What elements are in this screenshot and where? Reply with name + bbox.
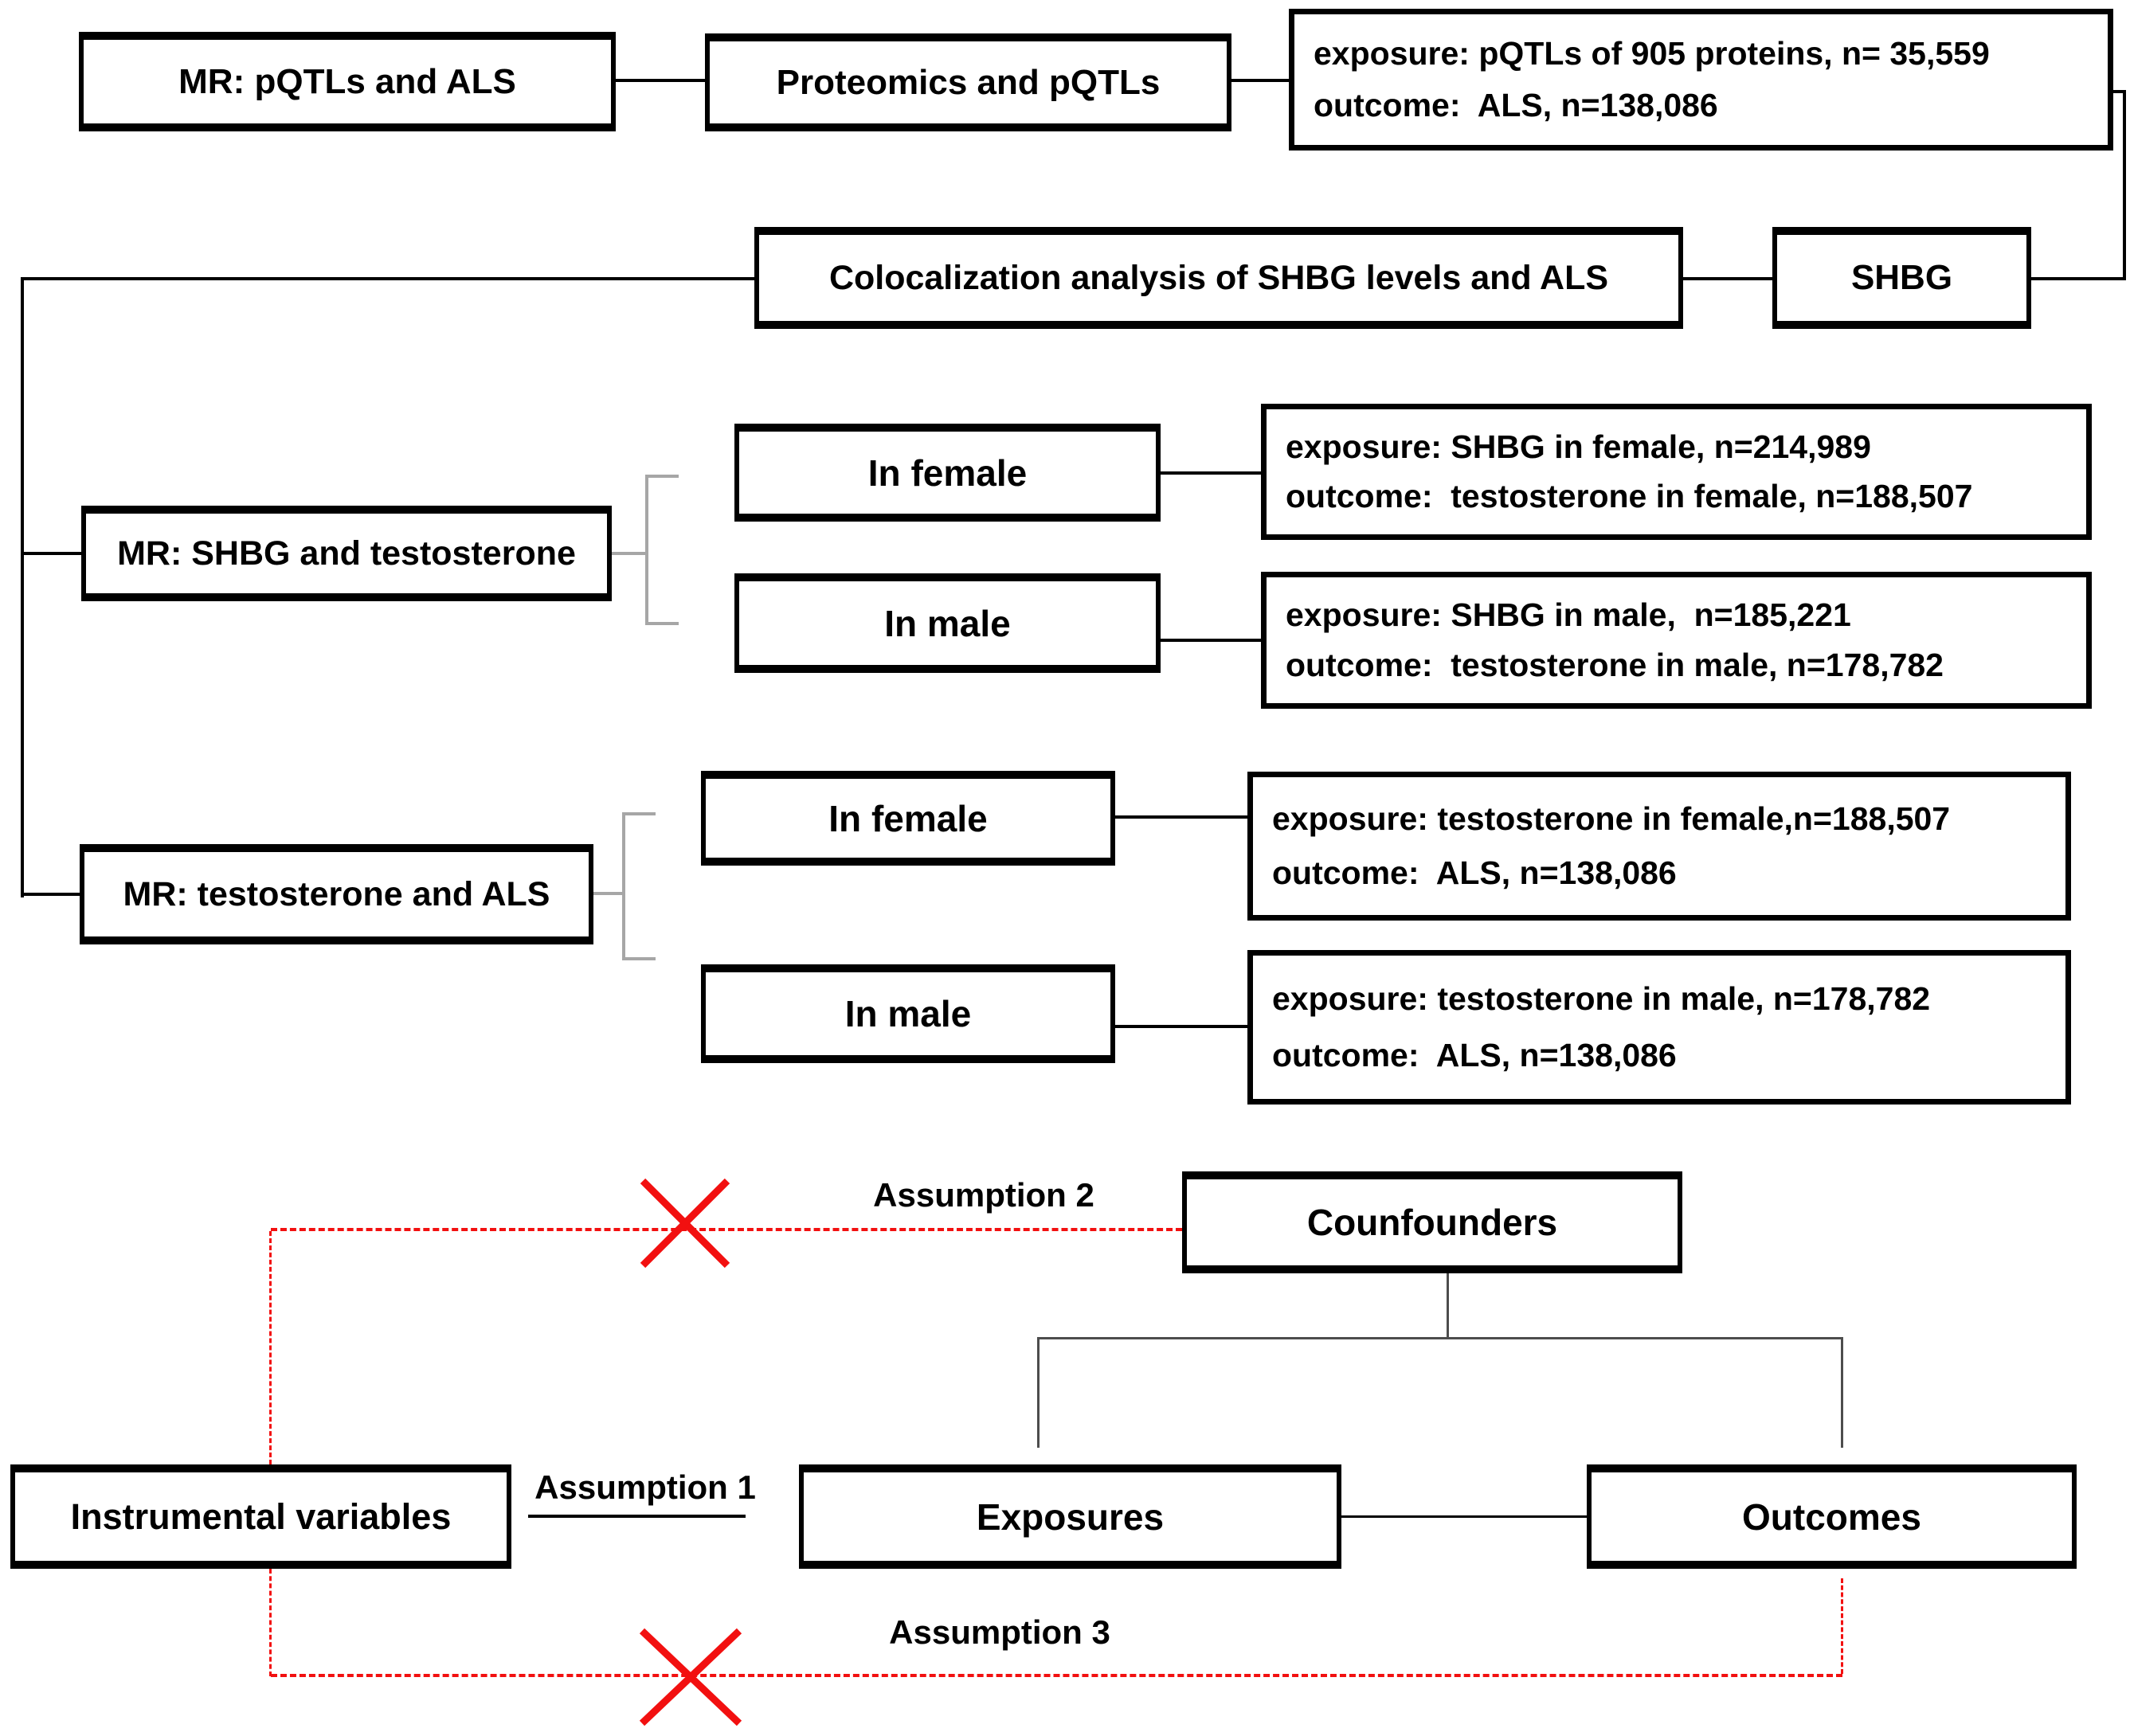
connector-colocalization-left (21, 277, 754, 280)
red-line-outcomes-down (1841, 1578, 1843, 1674)
fork-left-branch (1037, 1337, 1040, 1448)
bracket2-vertical (622, 814, 625, 960)
shbg-female-outcome-line: outcome: testosterone in female, n=188,5… (1286, 478, 1973, 515)
bracket2-arm-top (622, 812, 656, 815)
fork-stem (1447, 1273, 1449, 1339)
box-pqtls-detail: exposure: pQTLs of 905 proteins, n= 35,5… (1289, 9, 2113, 151)
testosterone-male-outcome-line: outcome: ALS, n=138,086 (1272, 1036, 1677, 1073)
box-testosterone-in-male-label: In male (844, 993, 972, 1034)
connector-testosterone-male-detail (1115, 1025, 1247, 1028)
connector-colocalization-shbg (1683, 277, 1772, 280)
fork-right-branch (1841, 1337, 1843, 1448)
box-confounders: Counfounders (1182, 1171, 1682, 1273)
box-colocalization-label: Colocalization analysis of SHBG levels a… (828, 258, 1609, 297)
bracket1-vertical (645, 476, 648, 625)
box-mr-pqtls-als-label: MR: pQTLs and ALS (178, 61, 516, 101)
box-outcomes: Outcomes (1587, 1464, 2077, 1569)
bracket2-arm-bottom (622, 957, 656, 960)
box-shbg-label: SHBG (1850, 258, 1953, 297)
box-shbg-in-male: In male (734, 573, 1161, 673)
assumption3-label: Assumption 3 (889, 1613, 1110, 1651)
bracket2-arm-middle (593, 892, 625, 895)
connector-exposures-outcomes (1341, 1515, 1587, 1518)
bracket1-arm-top (645, 475, 679, 478)
connector-shbg-female-detail (1161, 471, 1261, 475)
pqtls-outcome-line: outcome: ALS, n=138,086 (1314, 87, 1718, 123)
shbg-male-outcome-line: outcome: testosterone in male, n=178,782 (1286, 647, 1944, 683)
testosterone-female-exposure-line: exposure: testosterone in female,n=188,5… (1272, 800, 1951, 837)
box-mr-testosterone-als-label: MR: testosterone and ALS (123, 874, 550, 913)
red-x-icon-assumption2 (640, 1178, 730, 1269)
connector-proteomics-detail (1231, 79, 1289, 82)
red-line-iv-down (269, 1569, 272, 1676)
bracket1-arm-bottom (645, 622, 679, 625)
box-mr-shbg-testosterone: MR: SHBG and testosterone (81, 506, 612, 601)
red-line-assumption2 (271, 1228, 1182, 1231)
connector-trunk-to-mr-testosterone (21, 893, 81, 896)
box-testosterone-female-detail: exposure: testosterone in female,n=188,5… (1247, 772, 2071, 921)
connector-trunk-to-mr-shbg (21, 552, 81, 555)
red-x-icon-assumption3 (639, 1628, 742, 1726)
box-instrumental-variables: Instrumental variables (10, 1464, 511, 1569)
box-shbg-female-detail: exposure: SHBG in female, n=214,989 outc… (1261, 404, 2092, 540)
testosterone-female-outcome-line: outcome: ALS, n=138,086 (1272, 854, 1677, 891)
box-instrumental-variables-label: Instrumental variables (70, 1496, 452, 1537)
box-testosterone-in-female: In female (701, 771, 1115, 866)
connector-elbow-bottom (2031, 277, 2126, 280)
box-shbg-in-female: In female (734, 424, 1161, 522)
assumption1-label: Assumption 1 (534, 1468, 756, 1506)
box-mr-testosterone-als: MR: testosterone and ALS (80, 844, 593, 944)
box-testosterone-in-male: In male (701, 964, 1115, 1063)
red-line-iv-up (269, 1231, 272, 1464)
box-testosterone-male-detail: exposure: testosterone in male, n=178,78… (1247, 950, 2071, 1105)
box-shbg-male-detail: exposure: SHBG in male, n=185,221 outcom… (1261, 572, 2092, 709)
bracket1-arm-middle (612, 552, 647, 555)
fork-horizontal (1037, 1337, 1843, 1339)
connector-elbow-top (2110, 90, 2126, 93)
box-testosterone-in-female-label: In female (828, 797, 988, 839)
shbg-female-exposure-line: exposure: SHBG in female, n=214,989 (1286, 428, 1871, 465)
box-exposures-label: Exposures (976, 1496, 1165, 1538)
box-mr-pqtls-als: MR: pQTLs and ALS (79, 32, 616, 131)
connector-shbg-male-detail (1161, 639, 1261, 642)
box-confounders-label: Counfounders (1306, 1202, 1558, 1243)
box-proteomics-pqtls: Proteomics and pQTLs (705, 33, 1231, 131)
box-shbg: SHBG (1772, 227, 2031, 329)
box-shbg-in-male-label: In male (884, 602, 1011, 644)
box-proteomics-pqtls-label: Proteomics and pQTLs (776, 62, 1161, 102)
box-colocalization: Colocalization analysis of SHBG levels a… (754, 227, 1683, 329)
box-exposures: Exposures (799, 1464, 1341, 1569)
connector-left-trunk (21, 277, 24, 897)
connector-assumption1 (528, 1515, 746, 1518)
connector-testosterone-female-detail (1115, 815, 1247, 819)
connector-mrpqtls-proteomics (616, 79, 705, 82)
connector-elbow-vertical (2123, 90, 2126, 280)
red-line-assumption3 (271, 1674, 1842, 1677)
shbg-male-exposure-line: exposure: SHBG in male, n=185,221 (1286, 596, 1851, 633)
box-shbg-in-female-label: In female (867, 452, 1028, 494)
box-outcomes-label: Outcomes (1742, 1496, 1921, 1538)
assumption2-label: Assumption 2 (873, 1176, 1094, 1214)
testosterone-male-exposure-line: exposure: testosterone in male, n=178,78… (1272, 980, 1931, 1018)
box-mr-shbg-testosterone-label: MR: SHBG and testosterone (117, 534, 576, 573)
pqtls-exposure-line: exposure: pQTLs of 905 proteins, n= 35,5… (1314, 35, 1990, 72)
